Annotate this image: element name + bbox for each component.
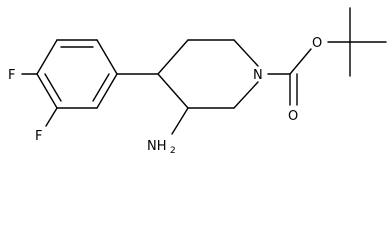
bond-c3-amine xyxy=(171,107,189,135)
bond-ring-c1-c2 xyxy=(96,39,118,75)
bond-pip-n-c2bottom xyxy=(233,81,259,109)
ester-oxygen-label: O xyxy=(312,36,322,51)
bond-pip-c4-c3top xyxy=(157,39,189,75)
double-bond-inner-2 xyxy=(44,73,62,102)
bond-pip-c2top-n xyxy=(233,39,259,67)
double-bond-inner-3 xyxy=(92,73,110,102)
bond-pip-c3bottom-c4 xyxy=(157,73,189,109)
fluorine-bottom-label: F xyxy=(35,129,42,144)
bond-ring-c3-c4 xyxy=(36,39,58,75)
piperidine-ring xyxy=(157,39,259,109)
amine-subscript: 2 xyxy=(170,146,176,156)
benzene-ring xyxy=(36,39,118,109)
bond-ring-c4-c5 xyxy=(36,73,58,109)
bond-ring-c6-c1 xyxy=(96,73,118,109)
carbonyl-oxygen-label: O xyxy=(288,109,298,124)
bond-c5-fluorine xyxy=(45,107,58,127)
fluorine-top-label: F xyxy=(8,68,15,83)
amine-group: NH 2 xyxy=(147,139,176,156)
chemical-structure-diagram: F F N O O NH 2 xyxy=(8,7,387,156)
amine-label: NH xyxy=(147,139,167,154)
bond-carbonyl-ester-o xyxy=(289,48,312,75)
ring-nitrogen-label: N xyxy=(253,68,263,83)
